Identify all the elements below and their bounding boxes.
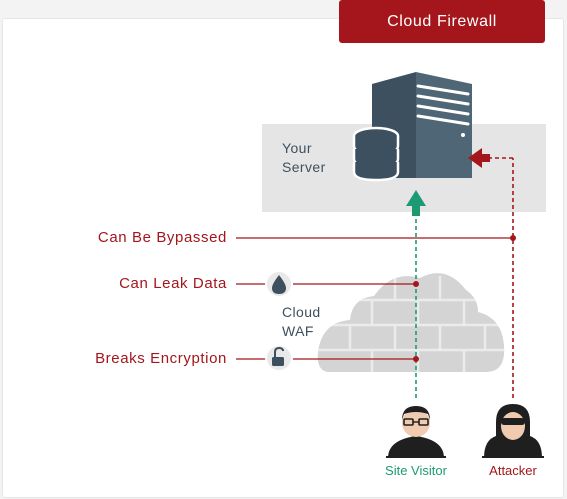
water-drop-icon: [265, 270, 293, 298]
issue-leak: Can Leak Data: [119, 275, 227, 292]
unlock-icon: [265, 344, 293, 372]
visitor-arrow: [406, 190, 426, 206]
cloud-label-line2: WAF: [282, 323, 314, 339]
hacker-icon: [482, 404, 544, 458]
cloud-label-line1: Cloud: [282, 304, 321, 320]
cloud-label: Cloud WAF: [282, 303, 321, 341]
server-label-line2: Server: [282, 159, 326, 175]
issue-encryption: Breaks Encryption: [95, 350, 227, 367]
attacker-arrow: [468, 148, 482, 168]
server-label: Your Server: [282, 139, 326, 177]
attacker-arrow-shaft: [480, 154, 490, 162]
visitor-icon: [386, 406, 446, 458]
database-icon: [352, 126, 400, 182]
title-badge: Cloud Firewall: [339, 0, 545, 43]
visitor-arrow-shaft: [412, 204, 420, 216]
visitor-label: Site Visitor: [385, 463, 447, 478]
issue-bypassed: Can Be Bypassed: [97, 229, 227, 246]
attacker-label: Attacker: [489, 463, 537, 478]
server-label-line1: Your: [282, 140, 312, 156]
cloud-wall-icon: [317, 273, 505, 372]
